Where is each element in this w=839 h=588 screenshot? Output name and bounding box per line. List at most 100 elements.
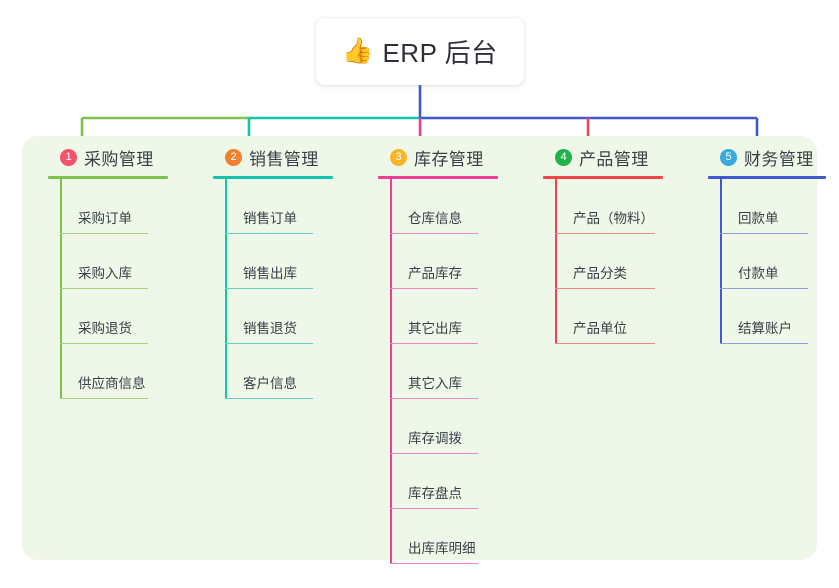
branch-header-rule (213, 176, 333, 179)
branch-title: 产品管理 (579, 149, 649, 169)
branch-header-1[interactable]: 1 采购管理 (48, 144, 208, 170)
branch-column-1: 1 采购管理采购订单采购入库采购退货供应商信息 (48, 144, 208, 399)
branch-item-rule (225, 397, 313, 399)
branch-item-label: 采购订单 (78, 211, 132, 226)
branch-item-label: 结算账户 (738, 321, 792, 336)
branch-item-label: 库存盘点 (408, 486, 462, 501)
branch-item-label: 其它出库 (408, 321, 462, 336)
branch-item-label: 产品（物料） (573, 211, 654, 226)
branch-item-rule (225, 287, 313, 289)
branch-items-list: 采购订单采购入库采购退货供应商信息 (48, 179, 208, 399)
branch-item-label: 销售出库 (243, 266, 297, 281)
root-node-title: ERP 后台 (382, 38, 498, 68)
branch-item-label: 销售订单 (243, 211, 297, 226)
branch-item-label: 供应商信息 (78, 376, 146, 391)
branch-column-3: 3 库存管理仓库信息产品库存其它出库其它入库库存调拨库存盘点出库库明细 (378, 144, 538, 564)
branch-header-rule (378, 176, 498, 179)
branch-item-rule (555, 342, 655, 344)
branch-item[interactable]: 回款单 (708, 179, 839, 234)
branch-item-label: 销售退货 (243, 321, 297, 336)
branch-item-label: 采购入库 (78, 266, 132, 281)
branch-column-5: 5 财务管理回款单付款单结算账户 (708, 144, 839, 344)
branch-item-label: 库存调拨 (408, 431, 462, 446)
branch-number-badge: 5 (720, 148, 737, 166)
branch-item-rule (720, 342, 808, 344)
branch-item[interactable]: 结算账户 (708, 289, 839, 344)
branch-item-label: 客户信息 (243, 376, 297, 391)
branch-item-label: 产品分类 (573, 266, 627, 281)
branch-item-rule (390, 342, 478, 344)
branch-header-4[interactable]: 4 产品管理 (543, 144, 713, 170)
branch-item-label: 回款单 (738, 211, 779, 226)
branch-item-label: 采购退货 (78, 321, 132, 336)
branch-item-label: 付款单 (738, 266, 779, 281)
branch-items-list: 产品（物料） 产品分类产品单位 (543, 179, 713, 344)
branch-number-badge: 3 (390, 148, 407, 166)
branch-item[interactable]: 客户信息 (213, 344, 373, 399)
branch-item[interactable]: 销售订单 (213, 179, 373, 234)
branch-item-rule (225, 232, 313, 234)
branch-item[interactable]: 出库库明细 (378, 509, 538, 564)
branch-header-3[interactable]: 3 库存管理 (378, 144, 538, 170)
branch-title: 采购管理 (84, 149, 154, 169)
branch-header-rule (543, 176, 663, 179)
branch-item-rule (60, 287, 148, 289)
branch-item-rule (720, 232, 808, 234)
branch-column-4: 4 产品管理产品（物料） 产品分类产品单位 (543, 144, 713, 344)
branch-items-list: 仓库信息产品库存其它出库其它入库库存调拨库存盘点出库库明细 (378, 179, 538, 564)
branch-item-label: 出库库明细 (408, 541, 476, 556)
branch-item[interactable]: 采购入库 (48, 234, 208, 289)
branch-item[interactable]: 库存盘点 (378, 454, 538, 509)
branch-item-rule (390, 562, 478, 564)
branch-number-badge: 4 (555, 148, 572, 166)
branch-item[interactable]: 采购退货 (48, 289, 208, 344)
branch-number-badge: 1 (60, 148, 77, 166)
branch-header-rule (708, 176, 826, 179)
branch-title: 销售管理 (249, 149, 319, 169)
branch-title: 库存管理 (414, 149, 484, 169)
branch-item[interactable]: 产品（物料） (543, 179, 713, 234)
branch-item[interactable]: 供应商信息 (48, 344, 208, 399)
branch-item[interactable]: 仓库信息 (378, 179, 538, 234)
branch-item[interactable]: 产品分类 (543, 234, 713, 289)
branch-items-list: 回款单付款单结算账户 (708, 179, 839, 344)
branch-item-rule (390, 397, 478, 399)
branch-item-label: 产品单位 (573, 321, 627, 336)
branch-item[interactable]: 其它入库 (378, 344, 538, 399)
branch-item-rule (390, 452, 478, 454)
branch-title: 财务管理 (744, 149, 814, 169)
branch-item-rule (720, 287, 808, 289)
branch-item-rule (225, 342, 313, 344)
branch-item[interactable]: 付款单 (708, 234, 839, 289)
branch-item[interactable]: 销售出库 (213, 234, 373, 289)
branch-item-rule (555, 287, 655, 289)
branch-header-5[interactable]: 5 财务管理 (708, 144, 839, 170)
branch-item[interactable]: 库存调拨 (378, 399, 538, 454)
branch-item-rule (60, 232, 148, 234)
branch-header-rule (48, 176, 168, 179)
branch-spine (720, 179, 722, 344)
branch-item[interactable]: 销售退货 (213, 289, 373, 344)
branch-item-rule (555, 232, 655, 234)
branch-item-label: 产品库存 (408, 266, 462, 281)
branch-item-rule (390, 232, 478, 234)
branch-spine (60, 179, 62, 399)
root-node-card[interactable]: 👍 ERP 后台 (316, 18, 524, 85)
branch-item-rule (60, 397, 148, 399)
branch-item-rule (390, 287, 478, 289)
branch-item-label: 其它入库 (408, 376, 462, 391)
thumbs-up-icon: 👍 (342, 37, 374, 65)
branch-items-list: 销售订单销售出库销售退货客户信息 (213, 179, 373, 399)
branch-item-rule (390, 507, 478, 509)
branch-spine (390, 179, 392, 564)
branch-item[interactable]: 其它出库 (378, 289, 538, 344)
branch-spine (225, 179, 227, 399)
branch-item[interactable]: 采购订单 (48, 179, 208, 234)
branch-item[interactable]: 产品单位 (543, 289, 713, 344)
branch-item-rule (60, 342, 148, 344)
branch-item[interactable]: 产品库存 (378, 234, 538, 289)
